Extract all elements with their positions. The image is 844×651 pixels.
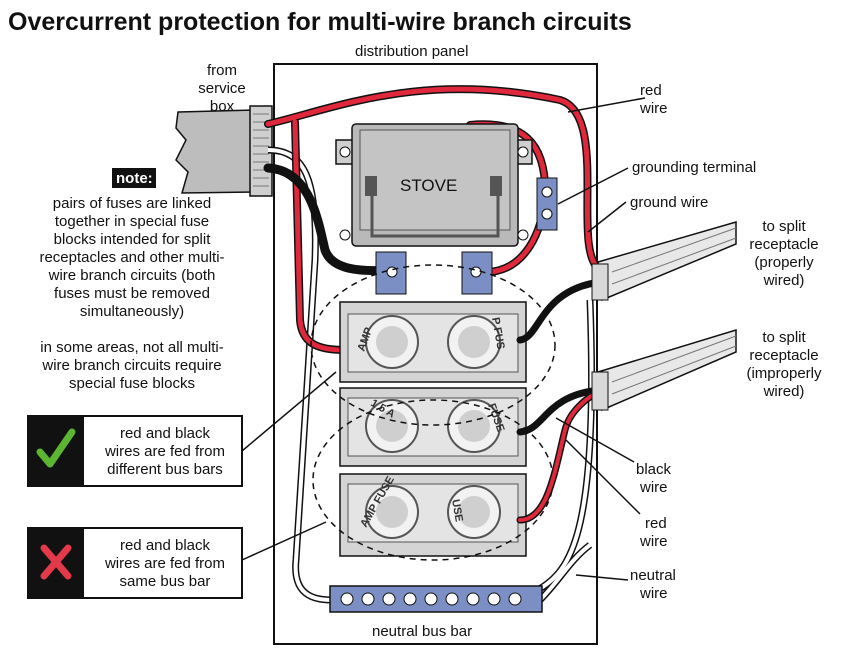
stove-block <box>335 123 533 247</box>
areas-line-1: in some areas, not all multi- <box>40 339 223 356</box>
neutral-wire-leader <box>575 574 629 581</box>
red-wire-top-leader <box>567 97 646 113</box>
circuit-wires-upper <box>516 278 604 344</box>
black-wire-line-2: wire <box>639 479 668 496</box>
correct-callout <box>27 371 337 487</box>
note-line-3: blocks intended for split <box>54 231 212 248</box>
correct-line-3: different bus bars <box>107 461 223 478</box>
service-label-line-1: from <box>207 62 237 79</box>
red-wire-bottom-line-2: wire <box>639 533 668 550</box>
diagram-title: Overcurrent protection for multi-wire br… <box>8 8 632 36</box>
wrong-line-1: red and black <box>120 537 211 554</box>
split-proper-line-2: receptacle <box>749 236 818 253</box>
red-wire-top-line-1: red <box>640 82 662 99</box>
neutral-wire-line-2: wire <box>639 585 668 602</box>
fuse-block-1 <box>339 301 527 383</box>
grounding-terminal-leader <box>557 167 629 205</box>
cross-icon <box>40 544 72 580</box>
note-line-7: simultaneously) <box>80 303 184 320</box>
panel-label: distribution panel <box>355 43 468 60</box>
note-line-4: receptacles and other multi- <box>39 249 224 266</box>
cable-lower <box>591 328 737 412</box>
note-badge <box>112 168 156 188</box>
black-wire-leader <box>555 417 635 463</box>
correct-line-2: wires are fed from <box>104 443 225 460</box>
grounding-terminal-label: grounding terminal <box>632 159 756 176</box>
split-improper-line-1: to split <box>762 329 806 346</box>
grounding-terminal <box>536 177 558 231</box>
note-line-1: pairs of fuses are linked <box>53 195 211 212</box>
wrong-callout-text: red and black wires are fed from same bu… <box>104 537 225 590</box>
red-wire-bottom-leader <box>565 439 641 515</box>
split-proper-label: to split receptacle (properly wired) <box>749 218 818 289</box>
split-proper-line-1: to split <box>762 218 806 235</box>
cable-upper <box>591 221 737 302</box>
neutral-bus-bar <box>329 585 543 613</box>
ground-wire-label: ground wire <box>630 194 708 211</box>
wrong-callout <box>27 521 327 599</box>
note-line-2: together in special fuse <box>55 213 209 230</box>
note-text: pairs of fuses are linked together in sp… <box>39 195 224 320</box>
wrong-line-2: wires are fed from <box>104 555 225 572</box>
fuse-1-right-rating: P FUS <box>489 316 506 350</box>
split-improper-label: to split receptacle (improperly wired) <box>746 329 822 400</box>
service-label-line-3: box <box>210 98 235 115</box>
areas-line-2: wire branch circuits require <box>41 357 221 374</box>
correct-callout-text: red and black wires are fed from differe… <box>104 425 225 478</box>
neutral-bus-bar-label: neutral bus bar <box>372 623 472 640</box>
wrong-line-3: same bus bar <box>120 573 211 590</box>
fuse-block-2 <box>339 387 527 467</box>
note-line-5: wire branch circuits (both <box>48 267 216 284</box>
black-wire-service <box>263 163 397 276</box>
check-icon <box>36 428 76 468</box>
stove-label: STOVE <box>400 176 457 195</box>
ground-wire-leader <box>587 201 627 233</box>
areas-text: in some areas, not all multi- wire branc… <box>40 339 223 392</box>
black-wire-line-1: black <box>636 461 672 478</box>
split-improper-line-3: (improperly <box>746 365 822 382</box>
split-improper-line-2: receptacle <box>749 347 818 364</box>
red-wire-bottom-line-1: red <box>645 515 667 532</box>
split-proper-line-4: wired) <box>763 272 805 289</box>
dashed-group-top <box>310 264 556 426</box>
neutral-wire-line-1: neutral <box>630 567 676 584</box>
fuse-3-right-rating: USE <box>449 498 465 522</box>
circuit-wires-lower <box>516 386 604 524</box>
service-label-line-2: service <box>198 80 246 97</box>
red-wire-top-line-2: wire <box>639 100 668 117</box>
split-proper-line-3: (properly <box>754 254 814 271</box>
correct-line-1: red and black <box>120 425 211 442</box>
note-line-6: fuses must be removed <box>54 285 210 302</box>
fuse-block-3 <box>339 473 527 557</box>
right-connector-screw <box>470 266 482 278</box>
split-improper-line-4: wired) <box>763 383 805 400</box>
note-badge-text: note: <box>116 170 153 187</box>
areas-line-3: special fuse blocks <box>69 375 195 392</box>
service-conduit <box>175 105 273 197</box>
